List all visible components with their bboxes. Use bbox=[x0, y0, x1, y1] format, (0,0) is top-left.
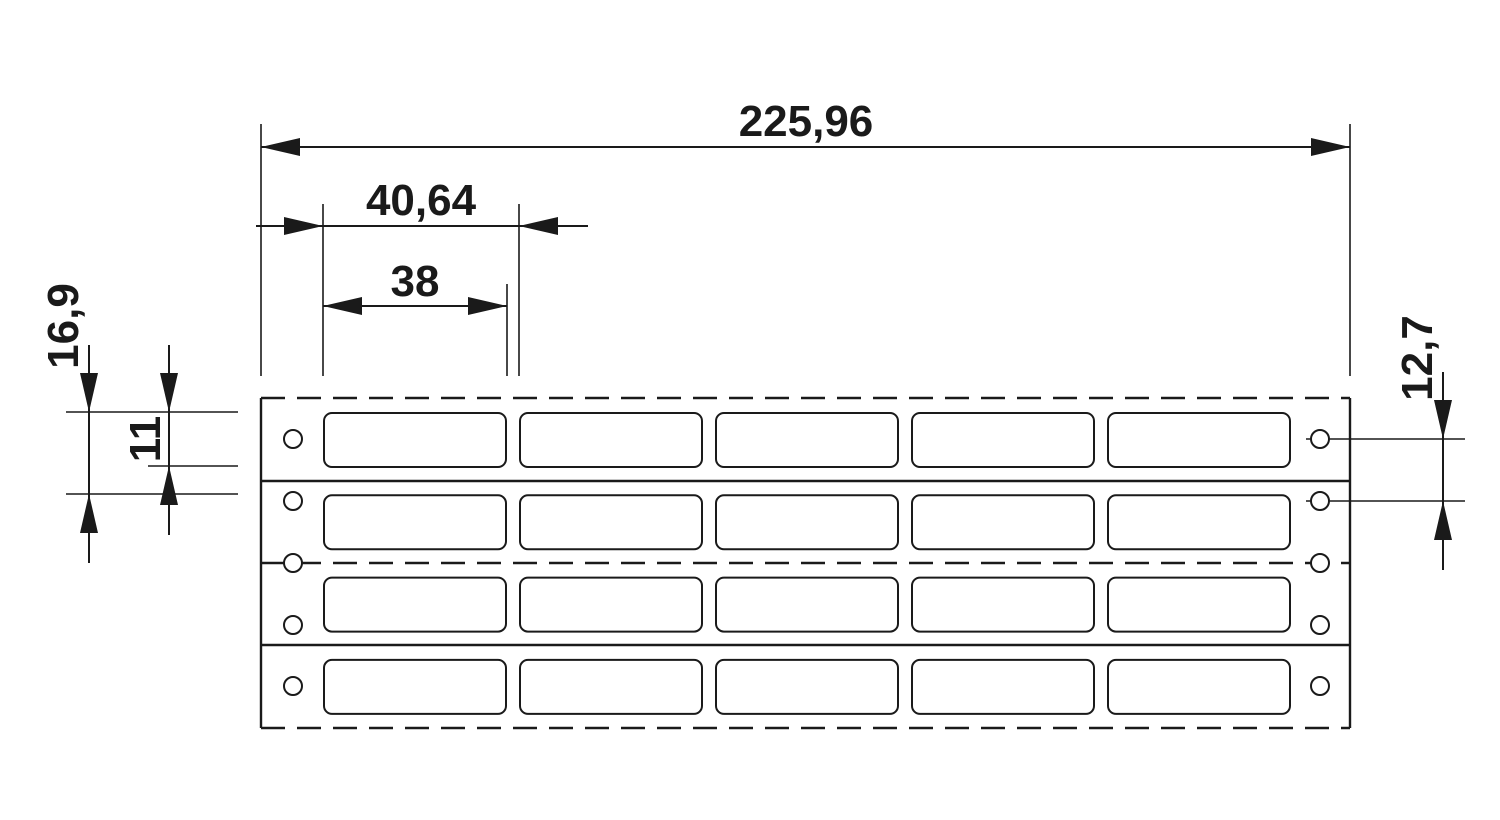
label-grid bbox=[323, 412, 1291, 715]
arrow-down-icon bbox=[160, 373, 178, 412]
label-field bbox=[323, 658, 507, 715]
arrow-down-icon bbox=[80, 373, 98, 412]
label-field bbox=[911, 658, 1095, 715]
sprocket-hole bbox=[283, 676, 303, 696]
label-field bbox=[1107, 412, 1291, 468]
label-field bbox=[715, 494, 899, 551]
sprocket-hole bbox=[283, 615, 303, 635]
arrow-left-icon bbox=[261, 138, 300, 156]
arrow-up-icon bbox=[80, 494, 98, 533]
label-field bbox=[715, 412, 899, 468]
label-field bbox=[323, 494, 507, 551]
label-field bbox=[911, 494, 1095, 551]
label-field bbox=[519, 576, 703, 633]
sprocket-hole bbox=[1310, 615, 1330, 635]
strip-height-label: 16,9 bbox=[39, 283, 88, 369]
pitch-width-label: 40,64 bbox=[366, 176, 477, 225]
sprocket-hole bbox=[1310, 429, 1330, 449]
label-field bbox=[715, 658, 899, 715]
label-field bbox=[519, 494, 703, 551]
label-field bbox=[519, 412, 703, 468]
sprocket-hole bbox=[1310, 491, 1330, 511]
hole-spacing-label: 12,7 bbox=[1393, 315, 1442, 401]
label-field bbox=[1107, 658, 1291, 715]
label-field bbox=[715, 576, 899, 633]
arrow-right-icon bbox=[1311, 138, 1350, 156]
label-field bbox=[911, 412, 1095, 468]
arrow-left-icon bbox=[323, 297, 362, 315]
arrow-up-icon bbox=[160, 466, 178, 505]
arrow-in-left-icon bbox=[284, 217, 323, 235]
label-width-dimension: 38 bbox=[323, 257, 508, 376]
sprocket-hole bbox=[1310, 553, 1330, 573]
overall-width-dimension: 225,96 bbox=[260, 97, 1351, 376]
sprocket-hole bbox=[1310, 676, 1330, 696]
label-field bbox=[1107, 576, 1291, 633]
arrow-down-icon bbox=[1434, 400, 1452, 439]
sprocket-hole bbox=[283, 491, 303, 511]
left-vertical-dimensions: 16,9 11 bbox=[39, 283, 238, 563]
arrow-right-icon bbox=[468, 297, 507, 315]
label-sheet bbox=[259, 396, 1352, 730]
label-field bbox=[519, 658, 703, 715]
sprocket-holes bbox=[283, 429, 1330, 696]
label-field bbox=[323, 412, 507, 468]
pitch-width-dimension: 40,64 bbox=[256, 176, 588, 376]
arrow-up-icon bbox=[1434, 501, 1452, 540]
label-field bbox=[911, 576, 1095, 633]
sprocket-hole bbox=[283, 553, 303, 573]
label-field bbox=[1107, 494, 1291, 551]
overall-width-label: 225,96 bbox=[739, 97, 874, 146]
label-height-label: 11 bbox=[121, 416, 170, 463]
right-vertical-dimension: 12,7 bbox=[1306, 315, 1465, 570]
label-field bbox=[323, 576, 507, 633]
arrow-in-right-icon bbox=[519, 217, 558, 235]
sprocket-hole bbox=[283, 429, 303, 449]
label-width-label: 38 bbox=[391, 257, 440, 306]
